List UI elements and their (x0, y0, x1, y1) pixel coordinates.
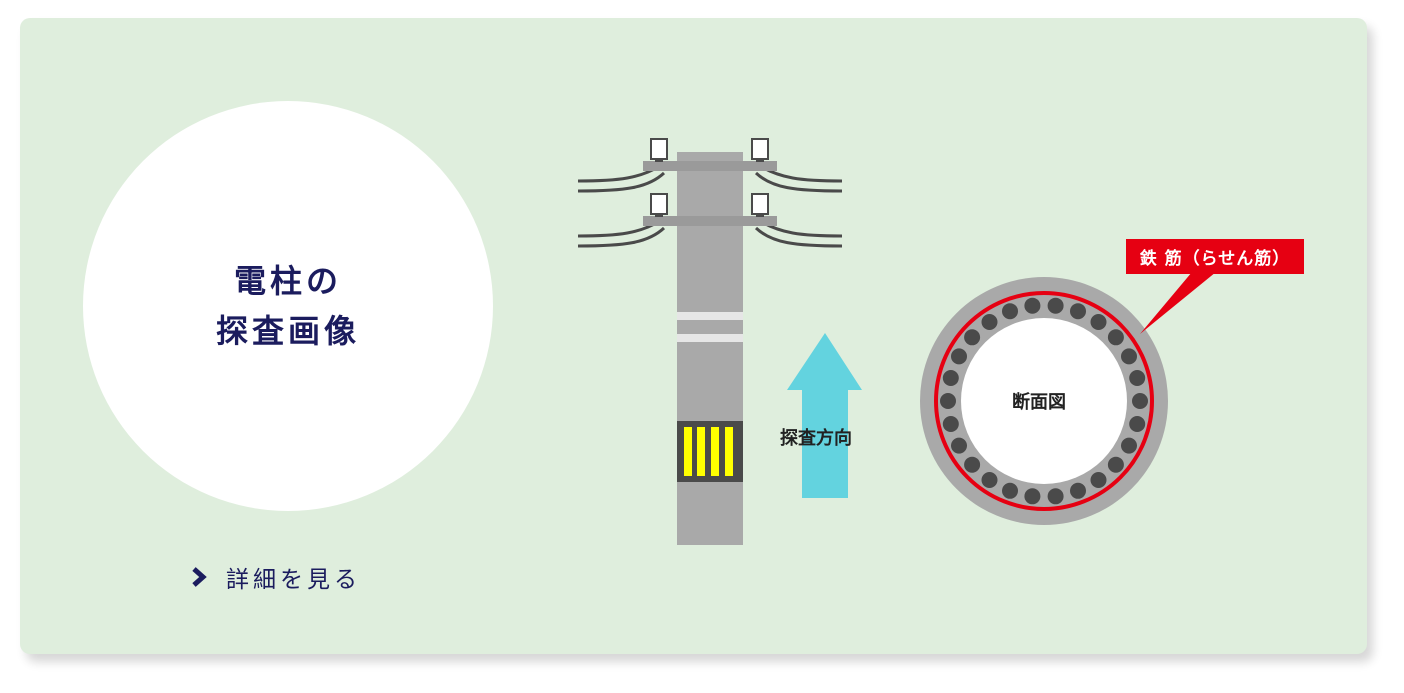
rebar-dot (940, 393, 956, 409)
direction-arrow-icon (787, 333, 862, 498)
rebar-dot (1002, 303, 1018, 320)
cross-section (920, 272, 1216, 525)
rebar-dot (1047, 488, 1064, 505)
rebar-dot (964, 329, 981, 346)
title-circle: 電柱の 探査画像 (83, 101, 493, 511)
rebar-dot (964, 456, 981, 473)
insulators (650, 138, 769, 217)
crossarm-lower (643, 216, 777, 226)
pole-marker-plate (677, 421, 743, 482)
rebar-dot (1090, 314, 1107, 330)
rebar-dot (1070, 482, 1086, 499)
rebar-dot (951, 437, 967, 454)
rebar-dot (1129, 416, 1146, 432)
detail-link-label: 詳細を見る (226, 567, 361, 593)
rebar-dot (1121, 348, 1137, 365)
rebar-dot (1002, 482, 1018, 499)
rebar-dot (1070, 303, 1086, 320)
pole-body (677, 152, 743, 545)
rebar-dot (981, 314, 998, 330)
pole-band-1 (677, 312, 743, 320)
cross-section-label: 断面図 (1012, 392, 1066, 413)
rebar-dot (1107, 456, 1124, 473)
rebar-dot (942, 370, 959, 386)
rebar-dot (1129, 370, 1146, 386)
rebar-dot (951, 348, 967, 365)
rebar-dot (1024, 488, 1041, 505)
rebar-dot (942, 416, 959, 432)
detail-link[interactable]: 詳細を見る (190, 560, 361, 594)
rebar-dots (940, 297, 1148, 505)
rebar-callout-pointer (1140, 272, 1216, 334)
rebar-dot (1121, 437, 1137, 454)
rebar-label: 鉄 筋（らせん筋） (1126, 239, 1304, 274)
title-line-1: 電柱の (233, 262, 342, 300)
rebar-dot (1090, 472, 1107, 488)
title-line-2: 探査画像 (215, 312, 360, 350)
rebar-dot (1107, 329, 1124, 346)
rebar-dot (1047, 297, 1064, 314)
direction-label: 探査方向 (780, 428, 852, 449)
crossarm-upper (643, 161, 777, 171)
rebar-dot (981, 472, 998, 488)
pole-band-2 (677, 334, 743, 342)
rebar-dot (1024, 297, 1041, 314)
chevron-right-icon (192, 567, 207, 587)
rebar-dot (1132, 393, 1148, 409)
